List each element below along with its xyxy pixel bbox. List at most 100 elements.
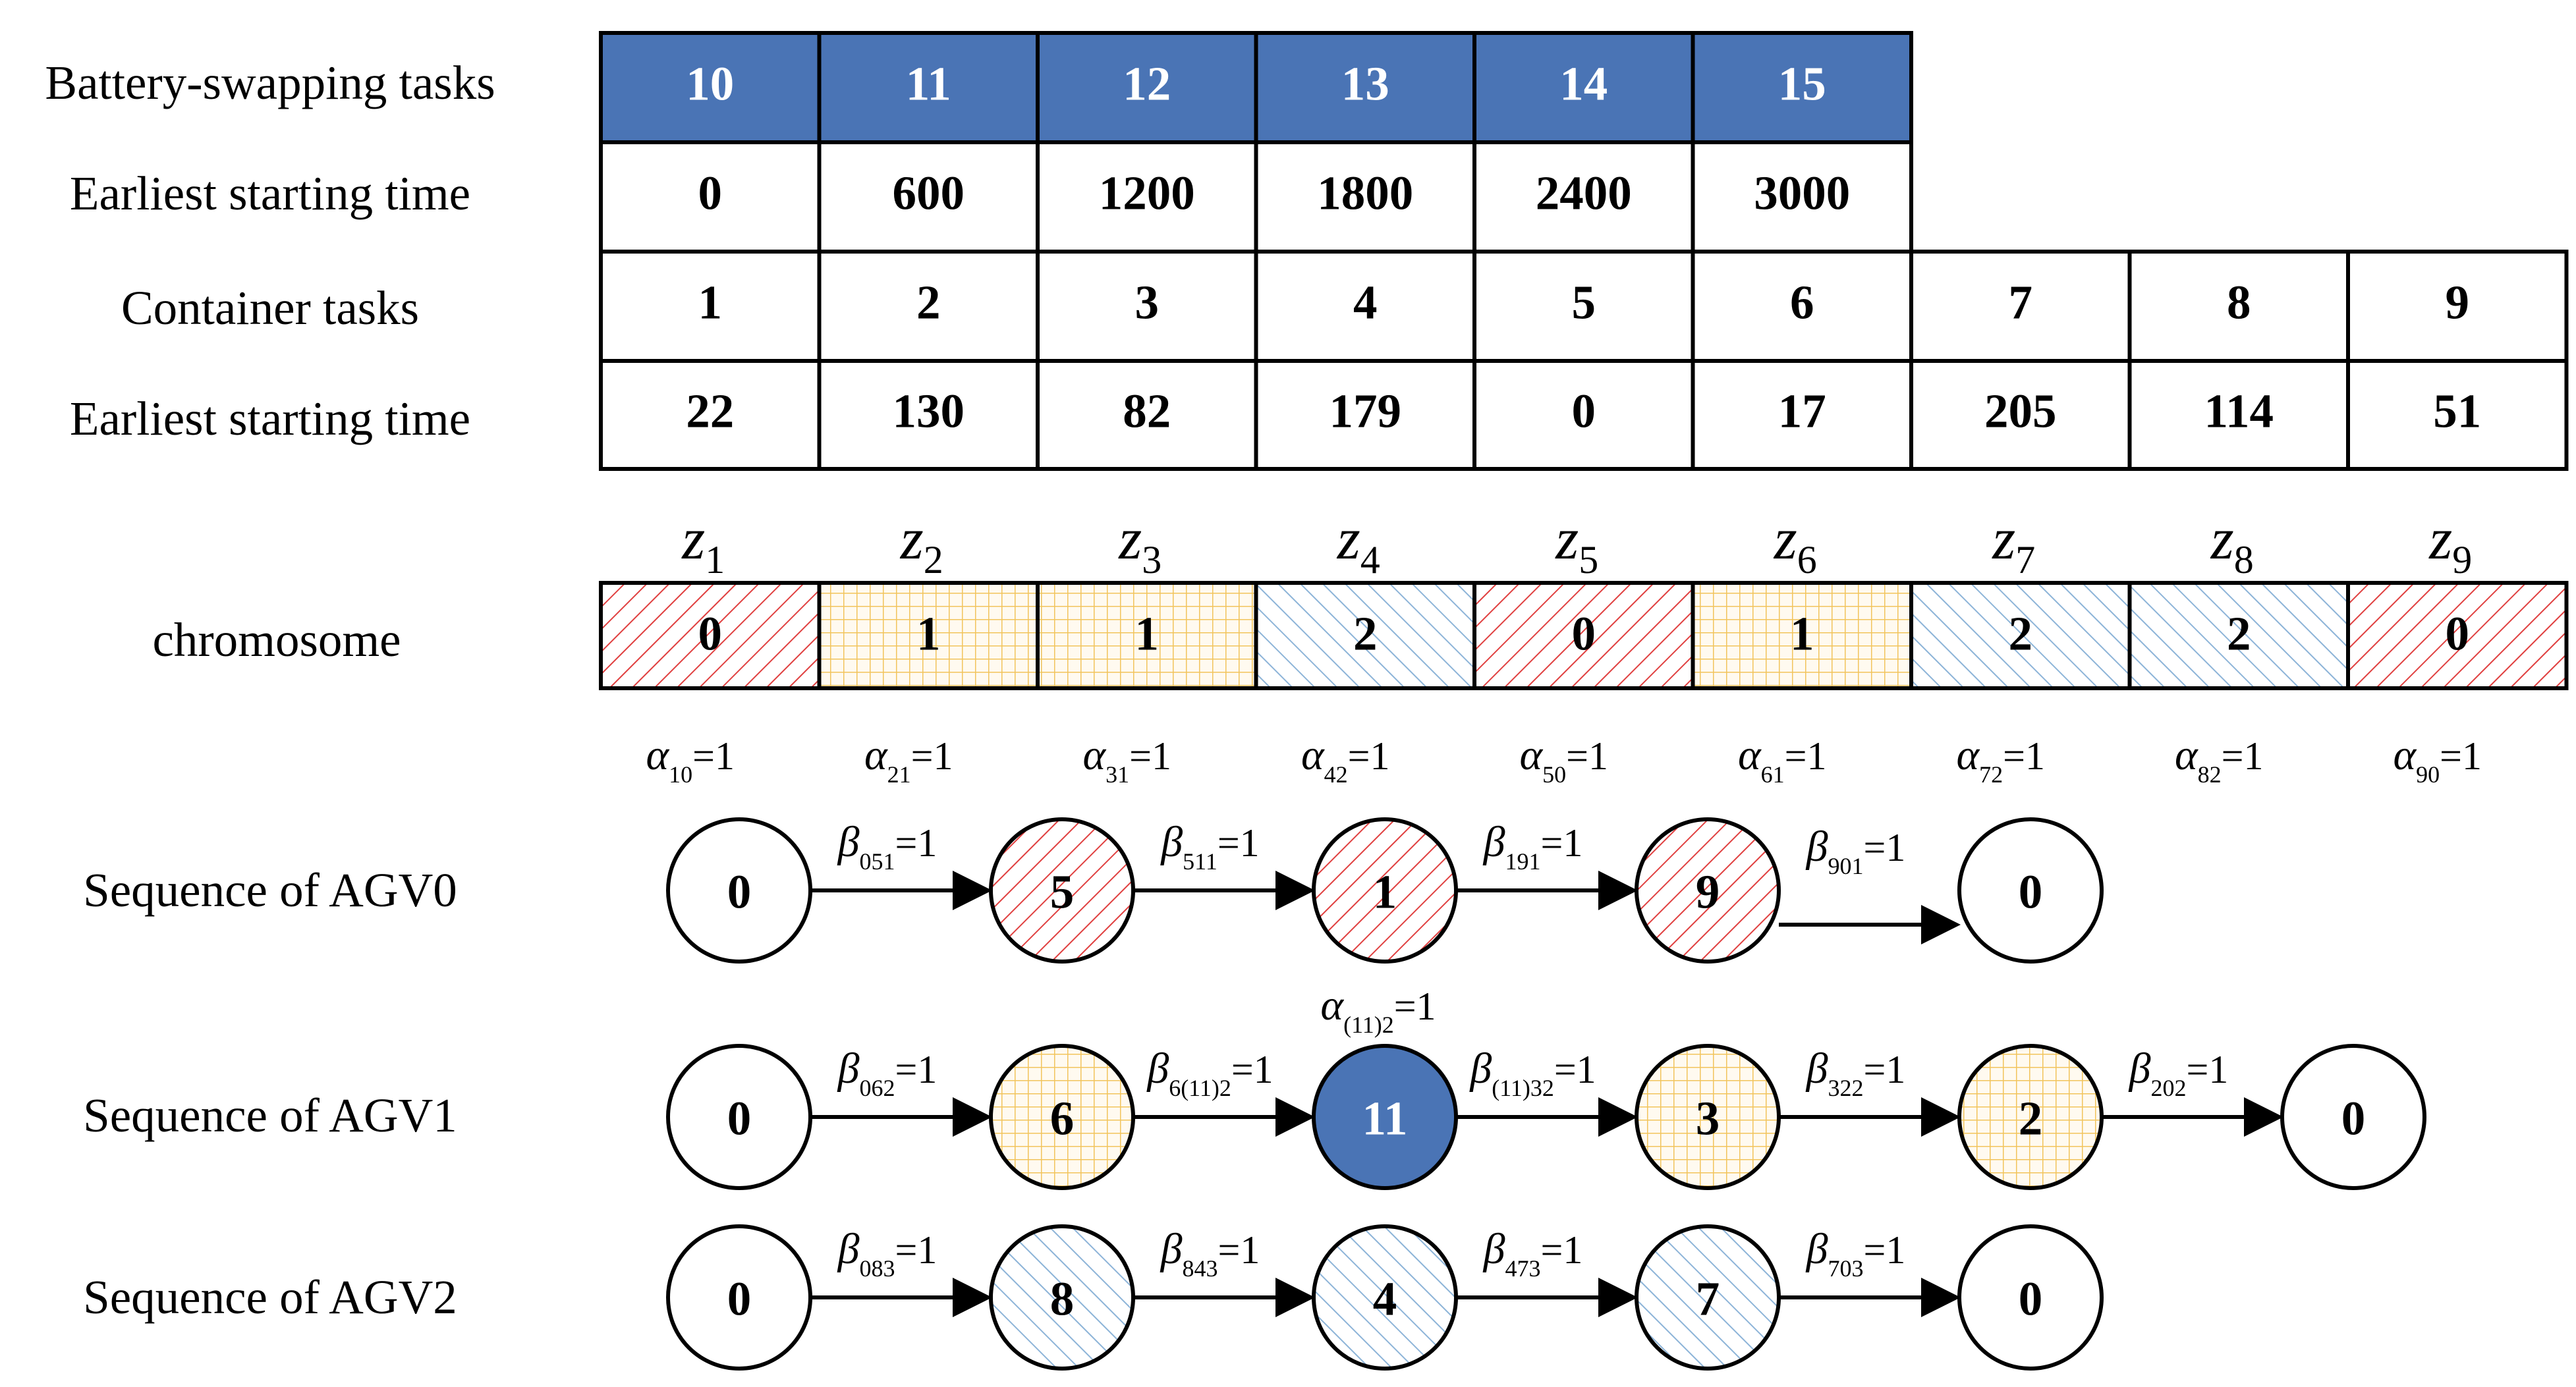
container-task-number: 9 xyxy=(2446,276,2470,329)
agv0-node xyxy=(1635,817,1781,964)
agv1-node xyxy=(989,1044,1135,1190)
agv2-node-value: 7 xyxy=(1696,1272,1720,1326)
agv0-node-value: 9 xyxy=(1696,865,1720,919)
alpha-label: α21=1 xyxy=(864,731,953,788)
agv0-beta-label: β051=1 xyxy=(837,818,938,875)
agv0-node xyxy=(1312,817,1458,964)
battery-task-number: 15 xyxy=(1778,57,1826,111)
agv1-node xyxy=(1635,1044,1781,1190)
battery-est-value: 0 xyxy=(698,167,723,220)
agv2-node xyxy=(1312,1224,1458,1371)
battery-est-label: Earliest starting time xyxy=(70,167,470,220)
agv1-node-value: 3 xyxy=(1696,1092,1720,1145)
battery-task-number: 10 xyxy=(686,57,734,111)
agv2-node xyxy=(1957,1224,2104,1371)
container-est-value: 51 xyxy=(2433,385,2481,438)
agv1-node-value: 2 xyxy=(2019,1092,2043,1145)
gene-label: z8 xyxy=(2210,506,2254,582)
container-task-number: 6 xyxy=(1790,276,1814,329)
battery-est-cell xyxy=(1691,140,1913,254)
battery-est-value: 1200 xyxy=(1099,167,1195,220)
chromosome-gene-value: 1 xyxy=(916,607,941,661)
gene-label: z6 xyxy=(1773,506,1817,582)
gene-label: z4 xyxy=(1336,506,1380,582)
agv1-node-value: 6 xyxy=(1050,1092,1075,1145)
agv2-beta-label: β843=1 xyxy=(1160,1225,1260,1282)
chromosome-gene-cell xyxy=(1254,581,1476,690)
battery-est-cell xyxy=(817,140,1040,254)
alpha-label: α31=1 xyxy=(1083,731,1172,788)
agv2-node-value: 0 xyxy=(727,1272,752,1326)
battery-est-cell xyxy=(1254,140,1476,254)
agv0-node-value: 0 xyxy=(727,865,752,919)
agv1-node xyxy=(2280,1044,2426,1190)
gene-label: z5 xyxy=(1554,506,1598,582)
agv1-beta-label: β6(11)2=1 xyxy=(1146,1045,1273,1101)
container-est-cell xyxy=(599,359,822,471)
agv0-node-value: 1 xyxy=(1373,865,1397,919)
container-task-cell xyxy=(1472,250,1695,363)
container-est-value: 130 xyxy=(893,385,965,438)
chromosome-gene-value: 2 xyxy=(1353,607,1378,661)
agv1-node-value: 0 xyxy=(2341,1092,2366,1145)
chromosome-gene-value: 0 xyxy=(698,607,723,661)
container-task-cell xyxy=(2346,250,2569,363)
gene-label: z2 xyxy=(899,506,943,582)
agv0-node xyxy=(666,817,812,964)
container-task-cell xyxy=(817,250,1040,363)
battery-task-number: 14 xyxy=(1559,57,1608,111)
alpha-label: α50=1 xyxy=(1520,731,1609,788)
chromosome-gene-value: 1 xyxy=(1135,607,1160,661)
chromosome-gene-cell xyxy=(2127,581,2350,690)
container-est-value: 205 xyxy=(1984,385,2057,438)
chromosome-gene-cell xyxy=(2346,581,2569,690)
container-task-cell xyxy=(2127,250,2350,363)
alpha-label: α82=1 xyxy=(2175,731,2264,788)
chromosome-gene-value: 2 xyxy=(2227,607,2251,661)
gene-label: z9 xyxy=(2428,506,2472,582)
battery-task-number: 12 xyxy=(1123,57,1171,111)
container-task-number: 1 xyxy=(698,276,723,329)
agv1-node-value: 11 xyxy=(1362,1092,1408,1145)
battery-est-value: 3000 xyxy=(1754,167,1850,220)
agv0-label: Sequence of AGV0 xyxy=(83,863,457,917)
container-task-number: 5 xyxy=(1572,276,1596,329)
agv2-beta-label: β083=1 xyxy=(837,1225,938,1282)
container-task-cell xyxy=(1254,250,1476,363)
chromosome-gene-cell xyxy=(599,581,822,690)
gene-label: z3 xyxy=(1117,506,1162,582)
container-est-cell xyxy=(1909,359,2132,471)
agv2-node xyxy=(989,1224,1135,1371)
agv2-node xyxy=(666,1224,812,1371)
container-est-value: 22 xyxy=(686,385,734,438)
chromosome-gene-cell xyxy=(1691,581,1913,690)
battery-task-number: 13 xyxy=(1341,57,1389,111)
container-est-cell xyxy=(2127,359,2350,471)
alpha-label: α90=1 xyxy=(2394,731,2482,788)
agv0-node xyxy=(989,817,1135,964)
container-est-cell xyxy=(2346,359,2569,471)
agv1-beta-label: β(11)32=1 xyxy=(1469,1045,1596,1101)
container-est-cell xyxy=(1691,359,1913,471)
agv2-node-value: 8 xyxy=(1050,1272,1075,1326)
gene-label: z1 xyxy=(681,506,725,582)
alpha-label: α10=1 xyxy=(646,731,735,788)
agv1-beta-label: β062=1 xyxy=(837,1045,938,1101)
container-est-cell xyxy=(817,359,1040,471)
agv0-beta-label: β511=1 xyxy=(1160,818,1259,875)
container-task-number: 3 xyxy=(1135,276,1160,329)
container-est-label: Earliest starting time xyxy=(70,392,470,445)
agv1-alpha-label: α(11)2=1 xyxy=(1320,981,1436,1038)
agv1-node-value: 0 xyxy=(727,1092,752,1145)
battery-task-number: 11 xyxy=(906,57,951,111)
battery-header-cell xyxy=(1691,31,1913,144)
chromosome-gene-value: 1 xyxy=(1790,607,1814,661)
battery-est-value: 1800 xyxy=(1317,167,1413,220)
alpha-label: α61=1 xyxy=(1738,731,1827,788)
